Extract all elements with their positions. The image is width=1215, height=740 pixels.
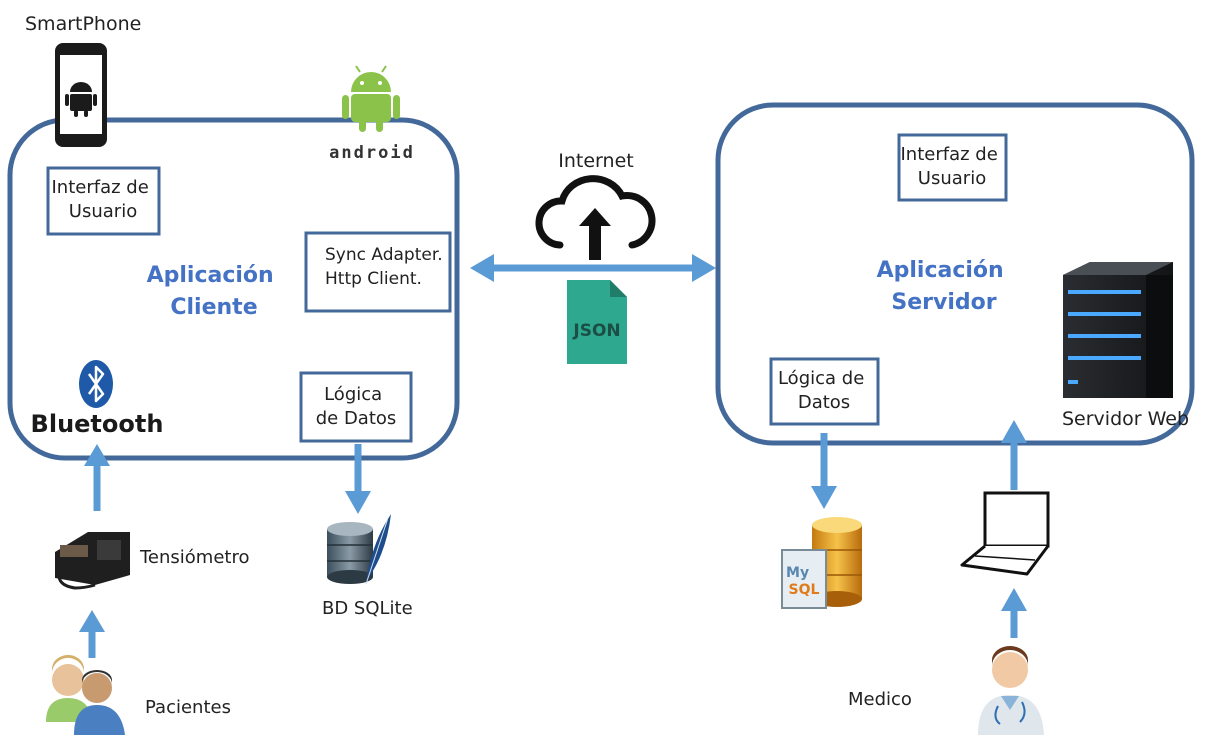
medico-label: Medico — [848, 689, 912, 710]
android-wordmark: android — [329, 143, 415, 163]
server-ui-box — [897, 133, 1008, 202]
svg-text:Interfaz de Usuario: Interfaz de Usuario — [51, 177, 154, 222]
json-document-icon — [567, 280, 627, 364]
client-ui-line1: Interfaz de — [51, 177, 148, 198]
bd-sqlite-label: BD SQLite — [322, 598, 413, 619]
client-ui-box — [46, 166, 161, 236]
smartphone-icon — [55, 43, 107, 147]
smartphone-label: SmartPhone — [25, 13, 141, 35]
logic-to-sqlite-arrow — [345, 444, 371, 514]
svg-text:Sync Adapter. Http Client.: Sync Adapter. Http Client. — [325, 245, 448, 289]
android-small-icon — [65, 82, 97, 117]
server-ui-line1: Interfaz de — [900, 144, 997, 165]
client-app-container — [7, 117, 460, 461]
android-logo-icon — [342, 65, 400, 132]
internet-label: Internet — [558, 150, 633, 172]
tensiometro-label: Tensiómetro — [139, 547, 250, 568]
client-server-arrow — [470, 254, 716, 282]
client-ui-line2: Usuario — [69, 201, 137, 222]
web-server-label: Servidor Web — [1062, 408, 1189, 430]
cloud-upload-icon — [535, 175, 656, 260]
server-logic-line1: Lógica de — [778, 368, 864, 389]
json-label: JSON — [572, 321, 620, 341]
sync-line1: Sync Adapter. — [325, 245, 443, 265]
svg-text:Lógica de Datos: Lógica de Datos — [316, 384, 397, 429]
server-ui-line2: Usuario — [918, 168, 986, 189]
svg-text:Interfaz de Usuario: Interfaz de Usuario — [900, 144, 1003, 189]
pacientes-label: Pacientes — [145, 697, 231, 718]
server-logic-line2: Datos — [798, 392, 850, 413]
server-app-title-line2: Servidor — [891, 290, 996, 315]
bluetooth-icon — [79, 360, 113, 408]
server-icon — [1063, 262, 1173, 398]
svg-text:My SQL: My SQL — [786, 565, 820, 598]
svg-text:Aplicación Cliente: Aplicación Cliente — [147, 263, 282, 320]
svg-text:Aplicación Servidor: Aplicación Servidor — [877, 258, 1012, 315]
sync-adapter-box — [304, 231, 452, 313]
client-logic-line2: de Datos — [316, 408, 397, 429]
server-app-title-line1: Aplicación — [877, 258, 1004, 283]
mysql-database-icon — [781, 517, 862, 609]
laptop-icon — [960, 491, 1050, 576]
client-data-logic-box — [299, 371, 413, 443]
svg-text:Lógica de Datos: Lógica de Datos — [778, 368, 870, 413]
server-logic-to-mysql-arrow — [811, 433, 837, 509]
client-app-title-line1: Aplicación — [147, 263, 274, 288]
tensiometro-to-bluetooth-arrow — [84, 444, 110, 511]
mysql-logo-my: My — [786, 565, 809, 581]
doctor-icon — [978, 646, 1044, 735]
blood-pressure-monitor-icon — [55, 532, 130, 590]
pacientes-to-tensiometro-arrow — [79, 610, 105, 658]
server-data-logic-box — [769, 357, 880, 426]
sqlite-database-icon — [327, 514, 391, 585]
client-logic-line1: Lógica — [324, 384, 382, 405]
client-app-title-line2: Cliente — [170, 295, 257, 320]
mysql-logo-sql: SQL — [789, 582, 820, 598]
patients-icon — [46, 654, 125, 735]
laptop-to-server-arrow — [1001, 420, 1027, 490]
server-app-container — [715, 102, 1195, 446]
doctor-to-laptop-arrow — [1001, 588, 1027, 638]
sync-line2: Http Client. — [325, 269, 422, 289]
bluetooth-label: Bluetooth — [31, 410, 164, 438]
